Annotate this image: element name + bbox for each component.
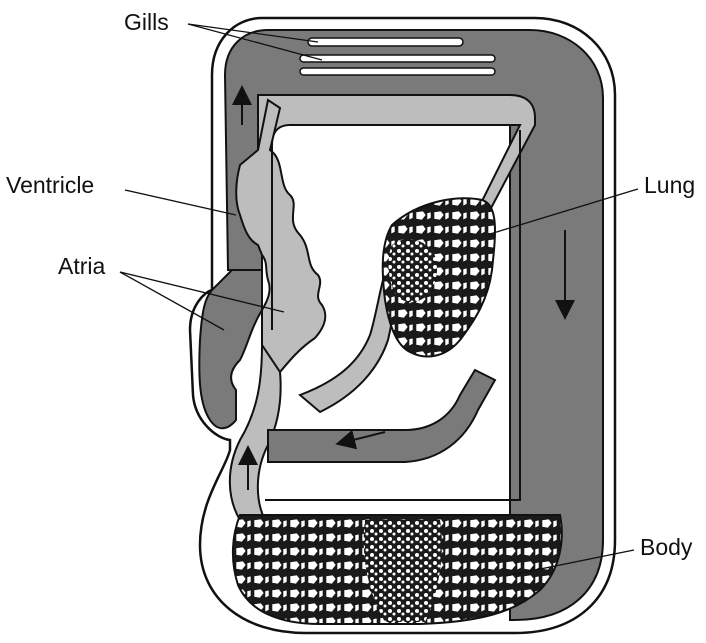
label-ventricle-group: Ventricle [6, 172, 236, 215]
label-body: Body [640, 534, 693, 560]
label-gills: Gills [124, 9, 169, 35]
gill-line-2 [300, 55, 495, 62]
label-ventricle: Ventricle [6, 172, 94, 198]
gill-line-1 [308, 38, 463, 46]
gill-line-3 [300, 68, 495, 75]
label-lung: Lung [644, 172, 695, 198]
label-atria: Atria [58, 253, 106, 279]
